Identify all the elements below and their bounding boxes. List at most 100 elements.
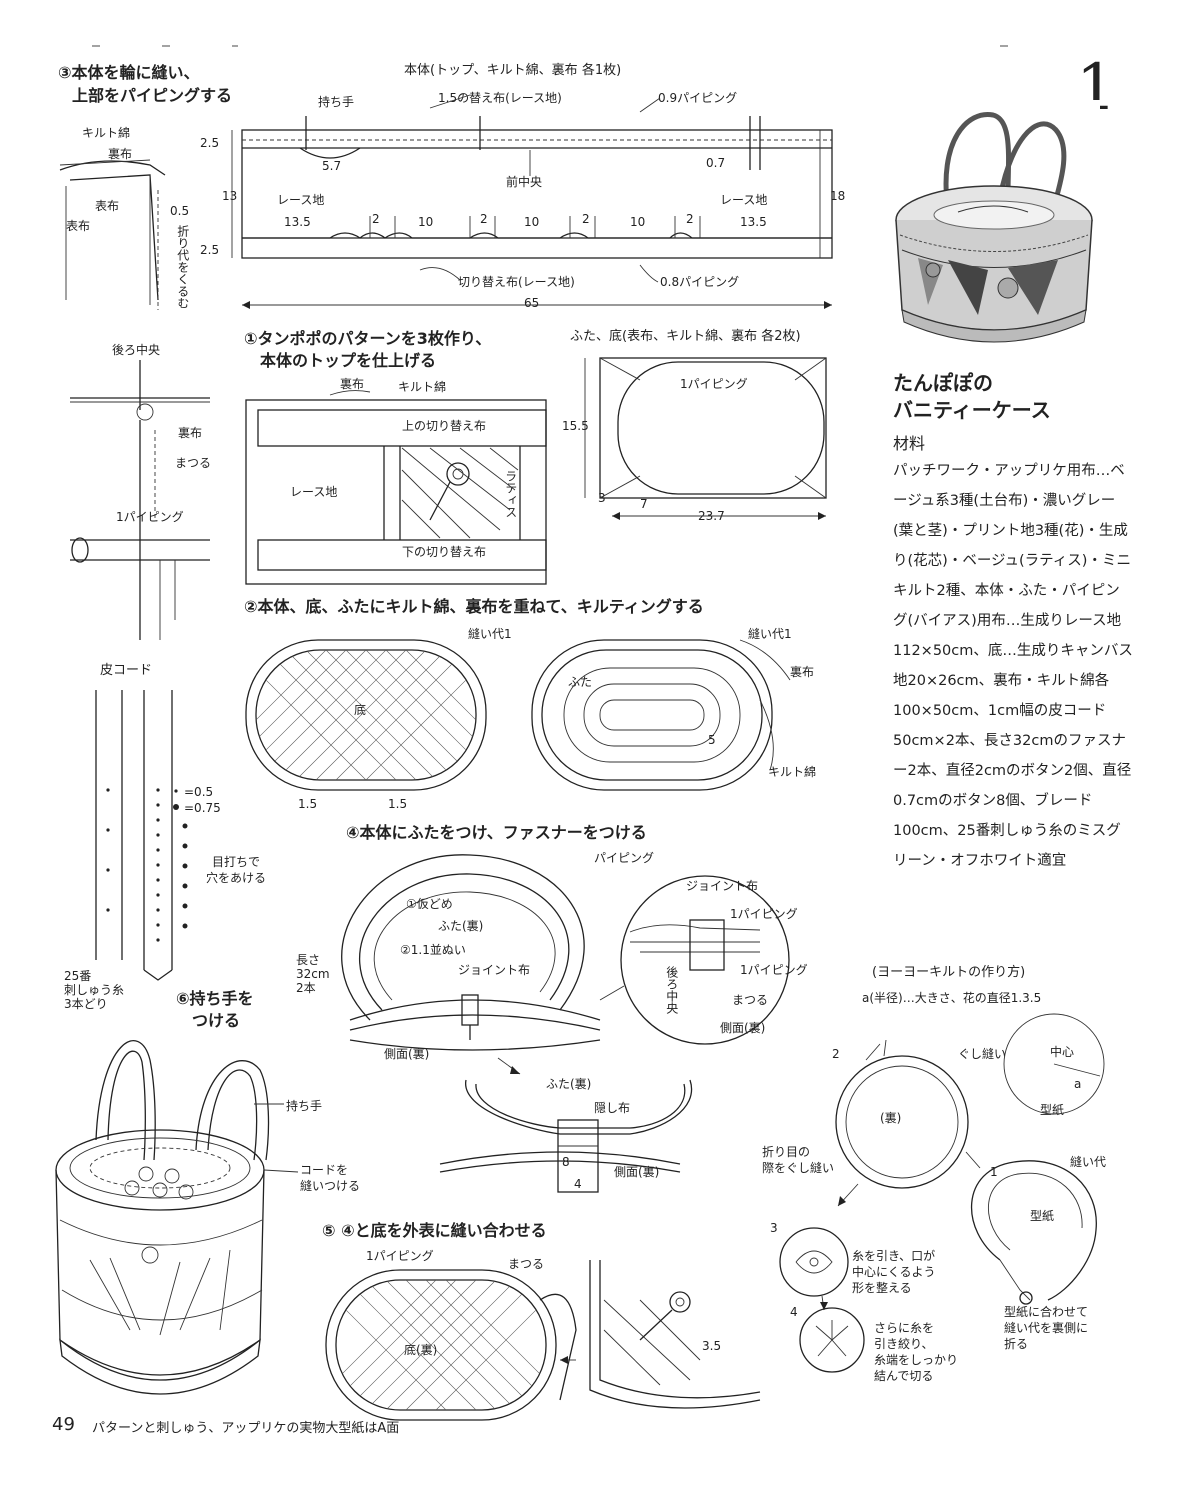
step5-dim: 3.5 [702,1339,722,1353]
main-seg-3: 2 [480,212,488,226]
step6-handle: 持ち手 [286,1099,323,1113]
materials-body: パッチワーク・アップリケ用布…ベージュ系3種(土台布)・濃いグレー(葉と茎)・プ… [893,463,1133,869]
product-title: たんぽぽの バニティーケース [893,370,1051,424]
step5-heading: ⑤ ④と底を外表に縫い合わせる [322,1221,547,1240]
step4-heading: ④本体にふたをつけ、ファスナーをつける [346,823,647,842]
main-seg-2: 10 [418,215,434,229]
step4-joint-cloth2: ジョイント布 [686,879,759,893]
yoyo-pattern-2: 縫い代を裏側に [1004,1321,1089,1335]
product-photo [888,100,1100,346]
main-lace-left: レース地 [277,193,325,207]
leather-hole-note-2: 穴をあける [206,871,267,885]
step2-diagram [245,639,791,791]
yoyo-step1: 1 [990,1165,998,1179]
step4-dim-8: 8 [562,1155,570,1169]
step1-bottom-switch: 下の切り替え布 [402,545,487,559]
step3-piping: 1パイピング [116,510,184,524]
step5-blind: まつる [508,1257,545,1271]
yoyo-diagram [779,1013,1105,1373]
main-dim-top-small: 5.7 [322,159,342,173]
step3-lining: 裏布 [178,426,203,440]
main-total-width: 65 [524,296,540,310]
leather-title: 皮コード [100,663,153,678]
product-title-line2: バニティーケース [893,398,1051,422]
yoyo-pattern-3: 折る [1004,1337,1029,1351]
yoyo-back: (裏) [880,1111,902,1125]
page-footer: パターンと刺しゅう、アップリケの実物大型紙はA面 [92,1421,400,1436]
materials-heading: 材料 [893,434,926,453]
yoyo-pull-3: 形を整える [852,1281,912,1295]
yoyo-dim-a: a [1074,1077,1082,1091]
step4-back-center: 後ろ中央 [664,966,679,1014]
step4-zipper-2: 32cm [296,967,330,981]
step4-piping2: 1パイピング [730,907,798,921]
step5-piping: 1パイピング [366,1249,434,1263]
step3-diagram [59,159,210,640]
step2-seam2: 縫い代1 [748,627,792,641]
main-lace-right: レース地 [720,193,768,207]
leather-cord-diagram [95,690,188,981]
lid-caption: ふた、底(表布、キルト綿、裏布 各2枚) [570,329,801,344]
yoyo-again-2: 引き絞り、 [874,1337,934,1351]
lid-piping: 1パイピング [680,377,748,391]
main-seg-5: 2 [582,212,590,226]
lid-corner2: 7 [640,497,648,511]
step3-heading-1: ③本体を輪に縫い、 [58,63,200,82]
yoyo-step4: 4 [790,1305,798,1319]
step3-heading-2: 上部をパイピングする [72,86,233,105]
step2-dim-c: 5 [708,733,716,747]
yoyo-pull-1: 糸を引き、口が [852,1249,936,1263]
step6-heading-1: ⑥持ち手を [176,989,254,1008]
step3-fold-note: 折り代をくるむ [175,225,190,309]
step2-backing: 裏布 [790,665,815,679]
main-seg-6: 10 [630,215,646,229]
step2-quilt: キルト綿 [768,765,817,779]
main-dim-gap: 0.7 [706,156,726,170]
step1-diagram [245,390,547,585]
main-body-caption: 本体(トップ、キルト綿、裏布 各1枚) [404,63,622,78]
yoyo-stitch: ぐし縫い [958,1047,1007,1061]
step4-diagram [341,854,790,1193]
step4-dim-4: 4 [574,1177,582,1191]
step2-dim-a: 1.5 [298,797,318,811]
yoyo-again-1: さらに糸を [874,1321,935,1335]
main-dim-left: 2.5 [200,136,220,150]
main-top-fabric: 1.5の替え布(レース地) [438,91,562,105]
step3-back-center: 後ろ中央 [112,343,161,357]
step4-lid-back: ふた(裏) [438,919,484,933]
step4-side-back3: 側面(裏) [614,1165,660,1179]
step4-backstitch: ②1.1並ぬい [400,943,466,957]
main-seg-8: 13.5 [740,215,767,229]
main-seg-0: 13.5 [284,215,311,229]
main-bottom-fabric: 切り替え布(レース地) [458,275,575,289]
main-body-diagram [231,94,833,309]
lid-diagram [584,357,827,520]
step4-hide-cloth: 隠し布 [594,1101,631,1115]
step2-dim-b: 1.5 [388,797,408,811]
step1-heading-1: ①タンポポのパターンを3枚作り、 [244,329,492,348]
step1-backing: 裏布 [340,377,365,391]
step4-zipper-1: 長さ [296,953,321,967]
step3-label-side: 表布 [66,219,91,233]
step2-seam1: 縫い代1 [468,627,512,641]
yoyo-center: 中心 [1050,1045,1075,1059]
step3-label-quilt: キルト綿 [82,126,131,140]
main-dim-bottom: 2.5 [200,243,220,257]
step3-blind: まつる [175,456,212,470]
main-dim-mid: 13 [222,189,238,203]
step1-lattice: ラティス [503,470,518,518]
yoyo-again-4: 結んで切る [874,1369,934,1383]
lid-height: 15.5 [562,419,589,433]
main-seg-7: 2 [686,212,694,226]
main-handle-label: 持ち手 [318,95,355,109]
yoyo-pattern-1: 型紙に合わせて [1004,1305,1089,1319]
yoyo-seam: 縫い代 [1070,1155,1107,1169]
step6-heading-2: つける [192,1011,241,1030]
leather-dot-large: =0.75 [184,801,221,815]
step6-cord-1: コードを [300,1163,349,1177]
yoyo-step2: 2 [832,1047,840,1061]
step2-heading: ②本体、底、ふたにキルト綿、裏布を重ねて、キルティングする [244,597,704,616]
step1-heading-2: 本体のトップを仕上げる [260,351,437,370]
yoyo-fold-2: 際をぐし縫い [762,1161,835,1175]
